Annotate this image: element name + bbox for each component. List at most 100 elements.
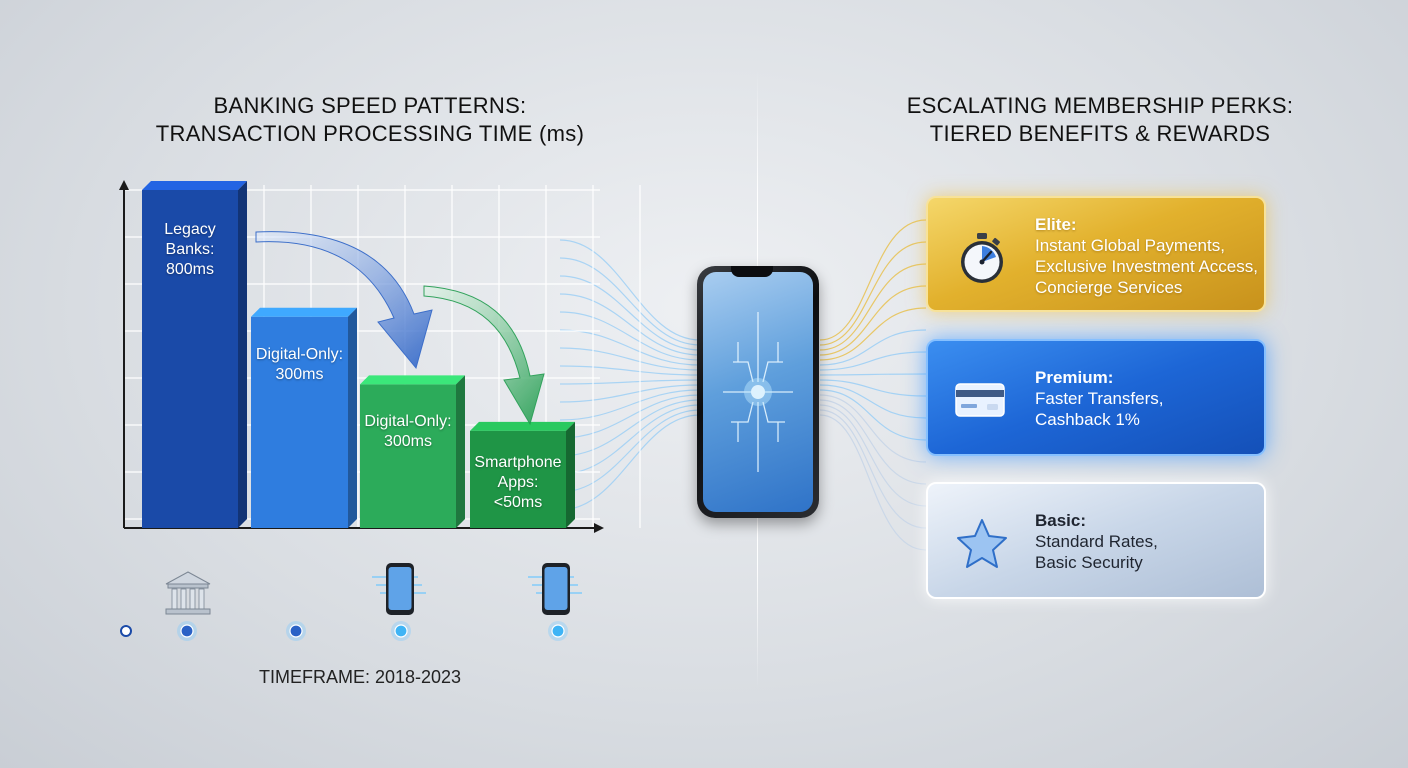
bar-top — [142, 181, 247, 190]
smartphone-illustration — [697, 266, 819, 518]
x-axis-arrow-icon — [594, 523, 604, 533]
bar-side — [456, 375, 465, 528]
chart-bars — [142, 181, 575, 528]
chart-title-line-1: BANKING SPEED PATTERNS: — [213, 93, 527, 118]
bar — [251, 307, 357, 528]
timeline-dot — [551, 624, 565, 638]
connection-line — [819, 399, 927, 485]
connection-line — [819, 379, 927, 397]
connection-line — [559, 275, 701, 351]
connection-line — [559, 257, 701, 346]
bar-side — [238, 181, 247, 528]
bar-side — [566, 421, 575, 528]
connection-line — [819, 389, 927, 441]
connection-line — [559, 399, 701, 457]
chart-title: BANKING SPEED PATTERNS: TRANSACTION PROC… — [120, 92, 620, 148]
tier-premium-name: Premium: — [1035, 368, 1114, 387]
connection-line — [559, 293, 701, 356]
bar-top — [470, 421, 575, 431]
connection-line — [819, 414, 927, 551]
timeframe-label: TIMEFRAME: 2018-2023 — [258, 667, 462, 687]
connection-line — [819, 241, 927, 346]
circuit-glow-icon — [723, 312, 793, 472]
credit-card-icon — [955, 383, 1005, 417]
stopwatch-icon — [961, 233, 1003, 283]
bar — [470, 421, 575, 528]
star-icon — [957, 519, 1007, 568]
trend-arrows — [255, 231, 545, 426]
bar-label-line: 300ms — [383, 433, 433, 451]
bar-top — [251, 307, 357, 317]
connection-line — [559, 409, 701, 493]
bar-label-line: Apps: — [497, 473, 539, 491]
tier-card-basic: Basic: Standard Rates, Basic Security — [926, 482, 1266, 599]
tier-premium-benefit: Cashback 1% — [1035, 410, 1140, 429]
tier-card-elite: Elite: Instant Global Payments, Exclusiv… — [926, 196, 1266, 312]
timeline-dot — [289, 624, 303, 638]
timeline-dot — [394, 624, 408, 638]
tier-elite-benefit: Concierge Services — [1035, 278, 1183, 297]
bar-top — [360, 375, 465, 385]
trend-arrow-blue — [255, 231, 433, 370]
connection-line — [819, 409, 927, 529]
perks-title-line-2: TIERED BENEFITS & REWARDS — [929, 121, 1271, 146]
bar-front — [470, 430, 566, 528]
connection-line — [559, 239, 701, 341]
connection-line — [559, 379, 701, 385]
connection-line — [819, 263, 927, 351]
bar-label-line: Banks: — [165, 241, 215, 258]
bar — [142, 181, 247, 528]
bar-label-line: 800ms — [165, 261, 215, 278]
y-axis-arrow-icon — [119, 180, 129, 190]
connection-line — [559, 414, 701, 511]
perks-title: ESCALATING MEMBERSHIP PERKS: TIERED BENE… — [840, 92, 1360, 148]
bank-icon — [165, 571, 211, 615]
bar-label-line: Digital-Only: — [255, 345, 344, 363]
tier-basic-name: Basic: — [1035, 511, 1087, 530]
bar — [360, 375, 465, 528]
bar-label-line: Legacy — [164, 221, 216, 238]
tier-premium-text: Premium: Faster Transfers, Cashback 1% — [1035, 367, 1163, 430]
tier-elite-benefit: Instant Global Payments, — [1035, 236, 1225, 255]
connection-line — [559, 347, 701, 371]
bar-side — [348, 307, 357, 528]
connection-line — [559, 404, 701, 475]
chart-title-line-2: TRANSACTION PROCESSING TIME (ms) — [155, 121, 585, 146]
tier-basic-text: Basic: Standard Rates, Basic Security — [1035, 510, 1158, 573]
perks-title-line-1: ESCALATING MEMBERSHIP PERKS: — [906, 93, 1294, 118]
connection-line — [819, 219, 927, 341]
bar-label-line: Smartphone — [474, 453, 562, 471]
tier-basic-benefit: Basic Security — [1035, 553, 1143, 572]
connection-line — [559, 389, 701, 421]
timeline-dot — [180, 624, 194, 638]
connection-line — [559, 311, 701, 361]
timeline-start-dot — [120, 625, 132, 637]
connection-line — [819, 329, 927, 366]
connection-line — [559, 384, 701, 403]
connection-line — [819, 351, 927, 371]
connection-line — [819, 404, 927, 507]
smartphone-icon — [528, 563, 582, 615]
connection-line — [819, 394, 927, 463]
tier-elite-name: Elite: — [1035, 215, 1077, 234]
tier-card-premium: Premium: Faster Transfers, Cashback 1% — [926, 339, 1266, 456]
timeline — [120, 563, 598, 641]
bar-label: Digital-Only: 300ms — [241, 345, 358, 385]
smartphone-icon — [372, 563, 426, 615]
tier-elite-text: Elite: Instant Global Payments, Exclusiv… — [1035, 214, 1258, 298]
connection-line — [819, 373, 927, 376]
tier-premium-benefit: Faster Transfers, — [1035, 389, 1164, 408]
smartphone-notch — [731, 266, 773, 277]
bar-label-line: 300ms — [275, 365, 324, 383]
tier-elite-benefit: Exclusive Investment Access, — [1035, 257, 1258, 276]
bar-label: Digital-Only: 300ms — [350, 412, 466, 452]
bar-label-line: Digital-Only: — [364, 413, 452, 431]
connection-line — [819, 307, 927, 361]
connection-line — [819, 384, 927, 419]
connection-line — [819, 285, 927, 356]
bar-label-line: <50ms — [493, 493, 543, 511]
trend-arrow-green — [423, 285, 545, 426]
